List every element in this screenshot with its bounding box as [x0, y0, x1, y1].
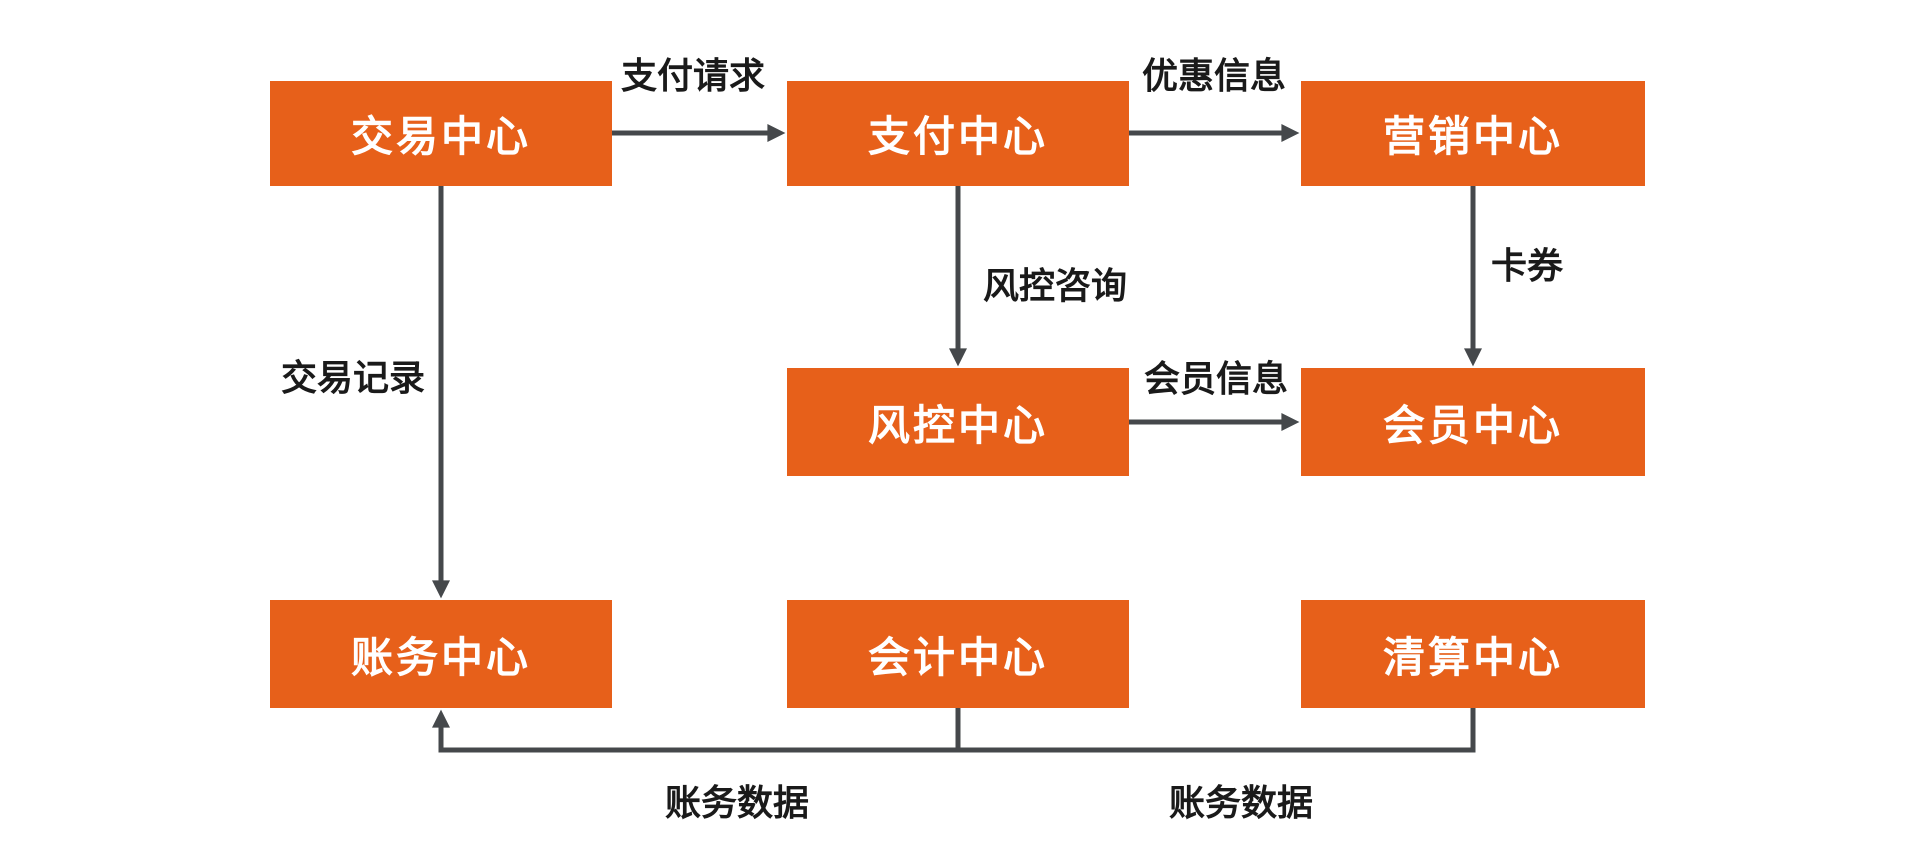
node-risk-center[interactable]: 风控中心: [787, 368, 1129, 476]
edge-label-payment-request: 支付请求: [620, 55, 766, 96]
edge-label-account-data-right: 账务数据: [1168, 782, 1314, 823]
node-clearing-center[interactable]: 清算中心: [1301, 600, 1645, 708]
edge-label-card-coupon: 卡券: [1490, 245, 1564, 286]
node-label: 支付中心: [867, 113, 1048, 160]
node-account-center[interactable]: 账务中心: [270, 600, 612, 708]
edge-label-promo-info: 优惠信息: [1141, 55, 1287, 96]
edge-label-member-info: 会员信息: [1143, 358, 1289, 399]
node-accounting-center[interactable]: 会计中心: [787, 600, 1129, 708]
node-label: 风控中心: [867, 401, 1048, 449]
node-trade-center[interactable]: 交易中心: [270, 81, 612, 186]
node-payment-center[interactable]: 支付中心: [787, 81, 1129, 186]
edge-label-risk-consult: 风控咨询: [982, 265, 1128, 306]
node-label: 交易中心: [350, 113, 531, 160]
node-member-center[interactable]: 会员中心: [1301, 368, 1645, 476]
node-label: 会员中心: [1382, 401, 1563, 449]
connector-clearing-bus-to-account: [432, 708, 1476, 753]
node-marketing-center[interactable]: 营销中心: [1301, 81, 1645, 186]
node-label: 会计中心: [867, 633, 1048, 681]
edge-label-trade-record: 交易记录: [280, 357, 426, 398]
edge-label-account-data-left: 账务数据: [664, 782, 810, 823]
node-label: 账务中心: [350, 633, 531, 681]
node-label: 清算中心: [1382, 633, 1563, 681]
node-label: 营销中心: [1382, 113, 1563, 160]
